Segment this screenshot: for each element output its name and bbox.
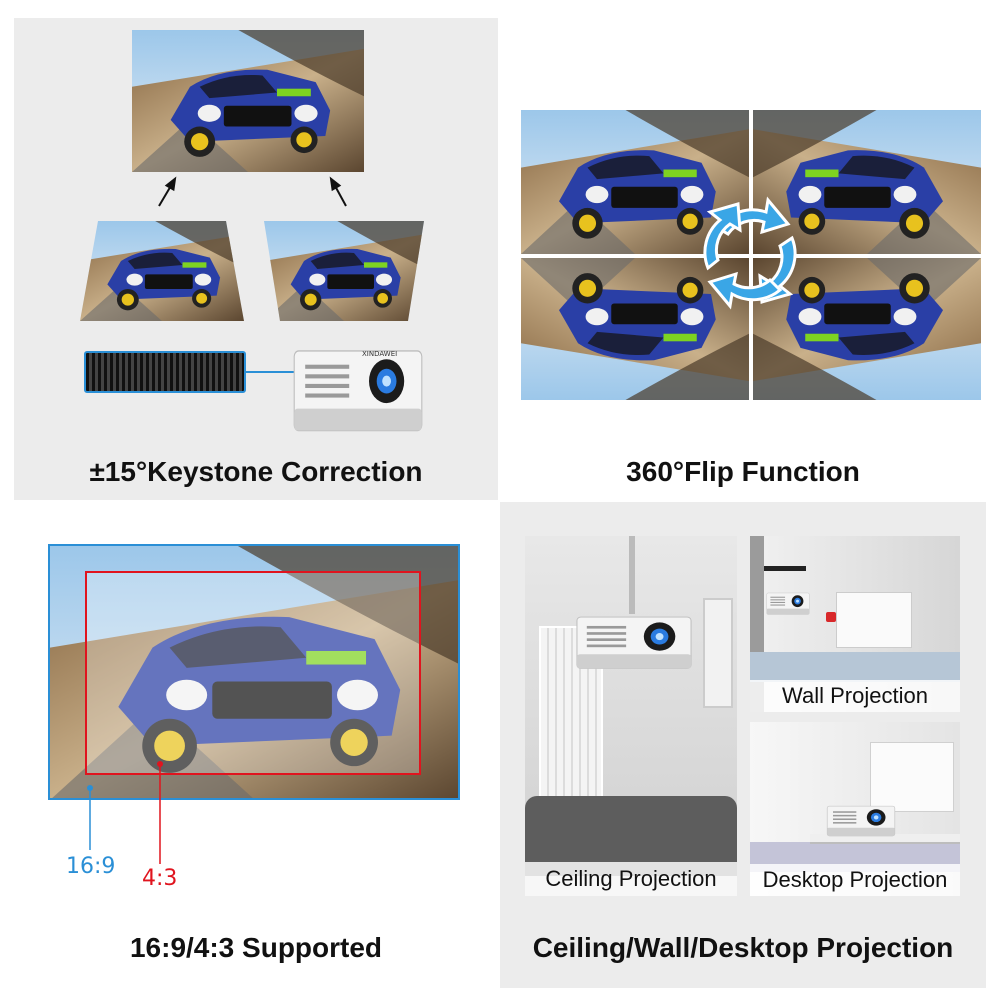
- ratio-label-169: 16:9: [66, 854, 116, 879]
- keystone-arrows: [158, 176, 347, 207]
- ratio-43-frame: [85, 571, 421, 775]
- keystone-dial-zoom: [84, 351, 246, 393]
- ratio-label-43: 4:3: [142, 866, 178, 891]
- ratio-title: 16:9/4:3 Supported: [129, 932, 383, 963]
- projector-brand: XINDAWEI: [362, 350, 398, 358]
- rotate-arrows-icon: [703, 196, 797, 310]
- desk: [810, 834, 960, 844]
- projector-image: [293, 350, 423, 432]
- lamp: [826, 612, 836, 622]
- desktop-caption: Desktop Projection: [750, 864, 960, 896]
- ratio-image-frame: [48, 544, 460, 800]
- projection-title: Ceiling/Wall/Desktop Projection: [532, 932, 954, 963]
- keystone-title: ±15°Keystone Correction: [89, 456, 423, 487]
- projected-image-keystone-left: [80, 221, 244, 321]
- ratio-pointer-lines: [87, 761, 163, 864]
- projected-image-keystone-right: [264, 221, 424, 321]
- ceiling-projection-photo: Ceiling Projection: [525, 536, 737, 896]
- connector-line: [246, 371, 294, 373]
- flip-title: 360°Flip Function: [626, 456, 860, 487]
- wall-caption: Wall Projection: [750, 680, 960, 712]
- ceiling-caption: Ceiling Projection: [525, 862, 737, 896]
- ceiling-projector-image: [576, 616, 692, 669]
- flip-panel: 360°Flip Function: [500, 18, 986, 500]
- desktop-projection-photo: Desktop Projection: [750, 722, 960, 896]
- projection-panel: Ceiling Projection Wall Projection Deskt…: [500, 502, 986, 988]
- flip-grid: [521, 110, 981, 400]
- wall-projector-image: [766, 592, 810, 615]
- keystone-panel: XINDAWEI ±15°Keystone Correction: [14, 18, 498, 500]
- ratio-panel: 16:9 4:3 16:9/4:3 Supported: [14, 502, 498, 988]
- desktop-projector-image: [826, 805, 896, 837]
- wall-projection-photo: Wall Projection: [750, 536, 960, 712]
